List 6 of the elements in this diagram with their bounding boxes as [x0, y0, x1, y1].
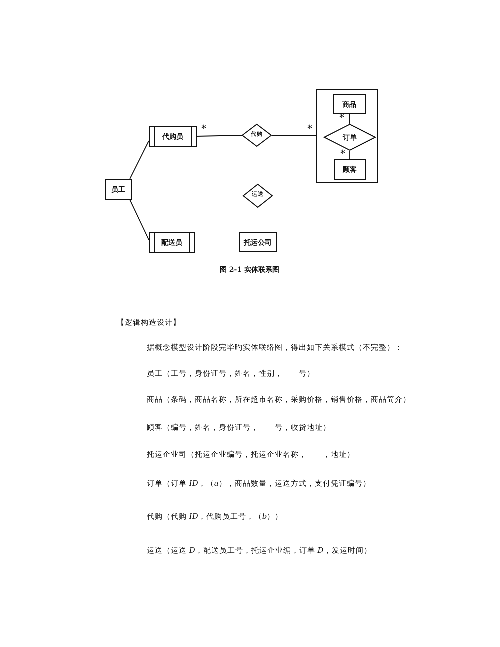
- connector-line: [349, 114, 350, 124]
- connector-line: [272, 135, 316, 136]
- group-box: [316, 89, 378, 183]
- connector-line: [130, 140, 150, 180]
- connector-line: [196, 135, 242, 137]
- connector-line: [130, 200, 150, 240]
